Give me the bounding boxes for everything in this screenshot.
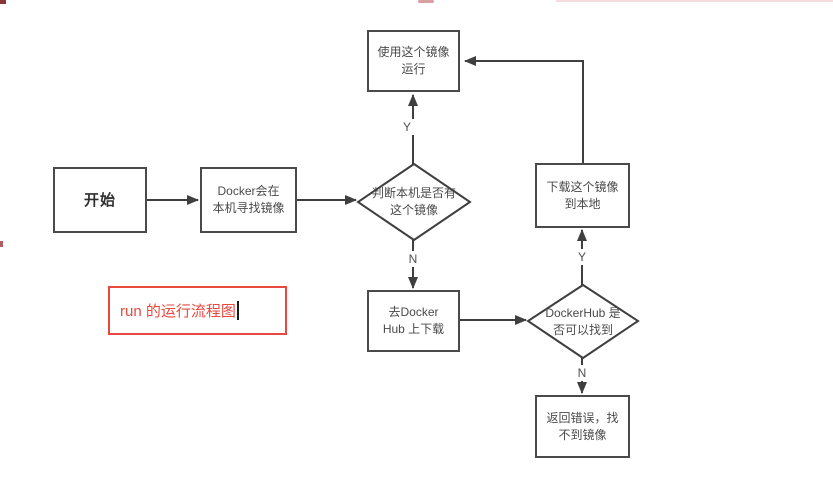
annotation-textbox[interactable]: run 的运行流程图 xyxy=(108,286,287,335)
branch-label-yes-local: Y xyxy=(399,119,415,135)
screen-artifact-top-left xyxy=(0,0,6,4)
node-start[interactable]: 开始 xyxy=(53,167,147,233)
screen-artifact-top-smudge xyxy=(418,0,434,3)
node-return-error[interactable]: 返回错误，找 不到镜像 xyxy=(535,395,630,458)
annotation-text: run 的运行流程图 xyxy=(120,303,236,320)
decision-hub-found-shape[interactable] xyxy=(526,283,640,360)
node-use-image-label: 使用这个镜像 运行 xyxy=(377,45,450,76)
node-find-local-image[interactable]: Docker会在 本机寻找镜像 xyxy=(200,167,297,233)
text-cursor xyxy=(236,301,239,320)
branch-label-no-local: N xyxy=(405,251,421,267)
screen-artifact-top-line xyxy=(556,0,833,2)
decision-local-has-image-shape[interactable] xyxy=(356,162,472,242)
screen-artifact-left-dot xyxy=(0,241,3,247)
branch-label-no-hub: N xyxy=(574,365,590,381)
node-go-dockerhub-label: 去Docker Hub 上下载 xyxy=(382,305,445,336)
node-find-local-image-label: Docker会在 本机寻找镜像 xyxy=(212,184,285,215)
node-return-error-label: 返回错误，找 不到镜像 xyxy=(546,410,619,442)
edge-download-to-use xyxy=(464,56,584,163)
node-start-label: 开始 xyxy=(83,191,116,209)
node-go-dockerhub[interactable]: 去Docker Hub 上下载 xyxy=(367,290,460,352)
branch-label-yes-hub: Y xyxy=(574,249,590,265)
node-download-image[interactable]: 下载这个镜像 到本地 xyxy=(535,163,630,228)
node-download-image-label: 下载这个镜像 到本地 xyxy=(546,179,619,211)
node-use-image[interactable]: 使用这个镜像 运行 xyxy=(367,30,460,92)
